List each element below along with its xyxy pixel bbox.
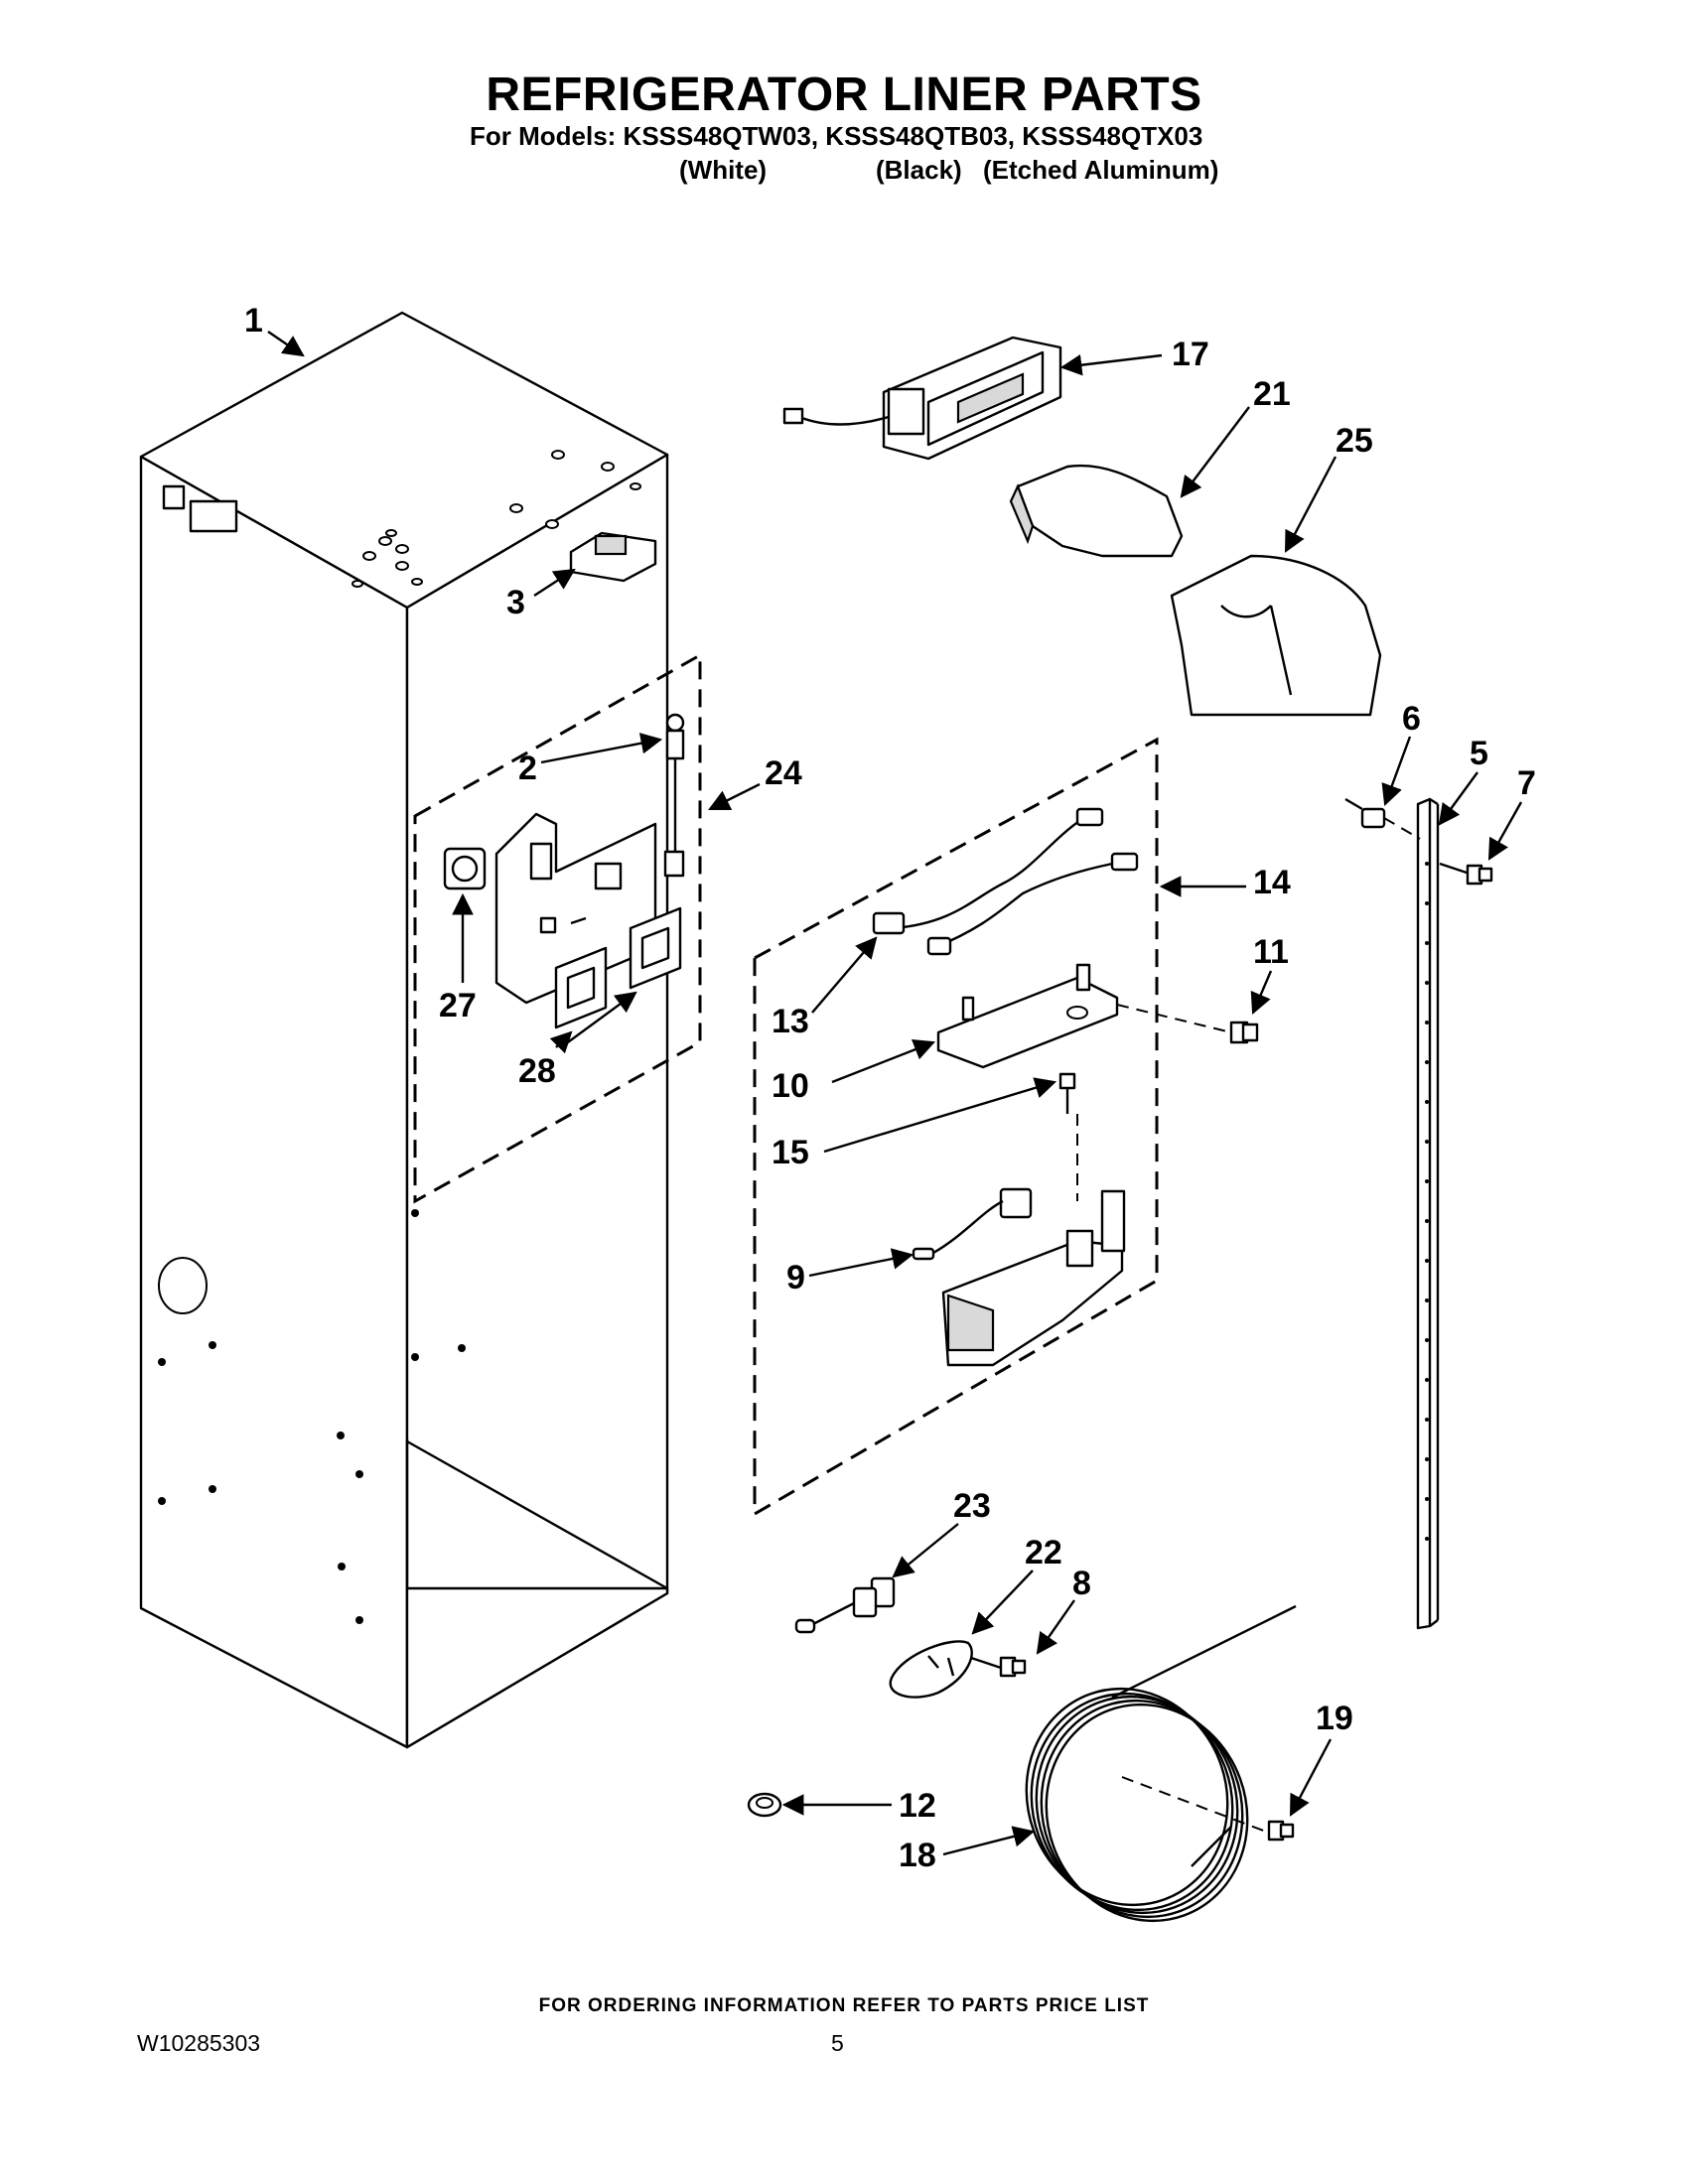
- callout-13: 13: [772, 1003, 809, 1040]
- leader-21: [1180, 406, 1250, 498]
- callout-23: 23: [953, 1487, 991, 1525]
- control-board-10: [936, 963, 1119, 1069]
- callout-27: 27: [439, 987, 477, 1024]
- callout-7: 7: [1517, 764, 1536, 802]
- leader-15: [823, 1077, 1057, 1154]
- gaskets-28: [554, 906, 682, 1029]
- leader-17: [1059, 353, 1163, 376]
- screw-11: [1229, 1021, 1259, 1044]
- alignment-line-19: [1121, 1776, 1267, 1833]
- leader-9: [808, 1248, 914, 1278]
- callout-18: 18: [899, 1837, 936, 1874]
- callout-17: 17: [1172, 336, 1209, 373]
- leader-7: [1487, 801, 1523, 861]
- ordering-note: FOR ORDERING INFORMATION REFER TO PARTS …: [538, 1995, 1150, 2016]
- callout-15: 15: [772, 1134, 809, 1171]
- cover-22: [889, 1640, 973, 1699]
- leader-5: [1438, 771, 1478, 826]
- tube-coil-18: [1025, 1604, 1297, 1923]
- callout-11: 11: [1253, 933, 1289, 971]
- callout-1: 1: [244, 302, 263, 340]
- leader-6: [1381, 736, 1412, 807]
- assembly-14-boundary: [753, 737, 1159, 1517]
- callout-8: 8: [1072, 1565, 1091, 1602]
- alignment-line-6: [1383, 817, 1421, 840]
- leader-19: [1289, 1738, 1333, 1817]
- callout-24: 24: [765, 754, 802, 792]
- callout-10: 10: [772, 1067, 809, 1105]
- leader-3: [533, 568, 576, 598]
- models-line: For Models: KSSS48QTW03, KSSS48QTB03, KS…: [470, 121, 1203, 151]
- screw-19: [1267, 1820, 1295, 1842]
- liner-cabinet: [139, 311, 669, 1749]
- callout-25: 25: [1336, 422, 1373, 460]
- cover-25: [1170, 554, 1382, 717]
- callout-22: 22: [1025, 1534, 1062, 1571]
- page-title: REFRIGERATOR LINER PARTS: [486, 68, 1202, 121]
- clip-6: [1344, 797, 1386, 829]
- callout-9: 9: [786, 1259, 805, 1297]
- callout-28: 28: [518, 1052, 556, 1090]
- leader-22: [971, 1570, 1034, 1635]
- callout-14: 14: [1253, 864, 1291, 901]
- leader-23: [892, 1523, 959, 1578]
- page-number: 5: [831, 2030, 844, 2056]
- leader-8: [1036, 1599, 1075, 1655]
- screw-15: [1058, 1072, 1076, 1114]
- wire-harness-13: [872, 807, 1139, 956]
- housing-9-bracket: [941, 1189, 1126, 1367]
- rail-holes: [1425, 862, 1429, 1541]
- sensor-23: [794, 1576, 896, 1634]
- callout-5: 5: [1470, 735, 1488, 772]
- finish-white: (White): [679, 155, 768, 185]
- leader-1: [267, 331, 305, 357]
- callout-21: 21: [1253, 375, 1291, 413]
- callout-6: 6: [1402, 700, 1421, 738]
- temperature-sensor-2: [663, 713, 685, 878]
- alignment-line-11: [1116, 1004, 1232, 1033]
- rail-5: [1416, 797, 1440, 1630]
- leader-18: [942, 1826, 1036, 1856]
- cover-21: [1009, 464, 1184, 558]
- leader-11: [1250, 970, 1273, 1015]
- leader-28a: [549, 1030, 573, 1054]
- callout-2: 2: [518, 750, 537, 787]
- leader-28b: [560, 991, 637, 1048]
- callout-12: 12: [899, 1787, 936, 1825]
- sensor-9: [912, 1187, 1033, 1261]
- callout-3: 3: [506, 584, 525, 621]
- assembly-24-boundary: [413, 652, 702, 1204]
- leader-13: [811, 936, 878, 1014]
- screw-8: [970, 1656, 1027, 1678]
- finish-etched-aluminum: (Etched Aluminum): [983, 155, 1219, 185]
- leader-25: [1284, 456, 1337, 553]
- light-module-17: [782, 336, 1062, 461]
- finish-black: (Black): [876, 155, 962, 185]
- screw-7: [1439, 862, 1493, 886]
- control-housing: [494, 812, 657, 1005]
- leader-10: [831, 1039, 936, 1084]
- leader-2: [540, 733, 663, 764]
- document-number: W10285303: [137, 2030, 261, 2056]
- grommet-12: [747, 1792, 782, 1818]
- leader-24: [708, 782, 761, 811]
- callout-19: 19: [1316, 1700, 1353, 1737]
- knob-bezel-27: [443, 847, 487, 890]
